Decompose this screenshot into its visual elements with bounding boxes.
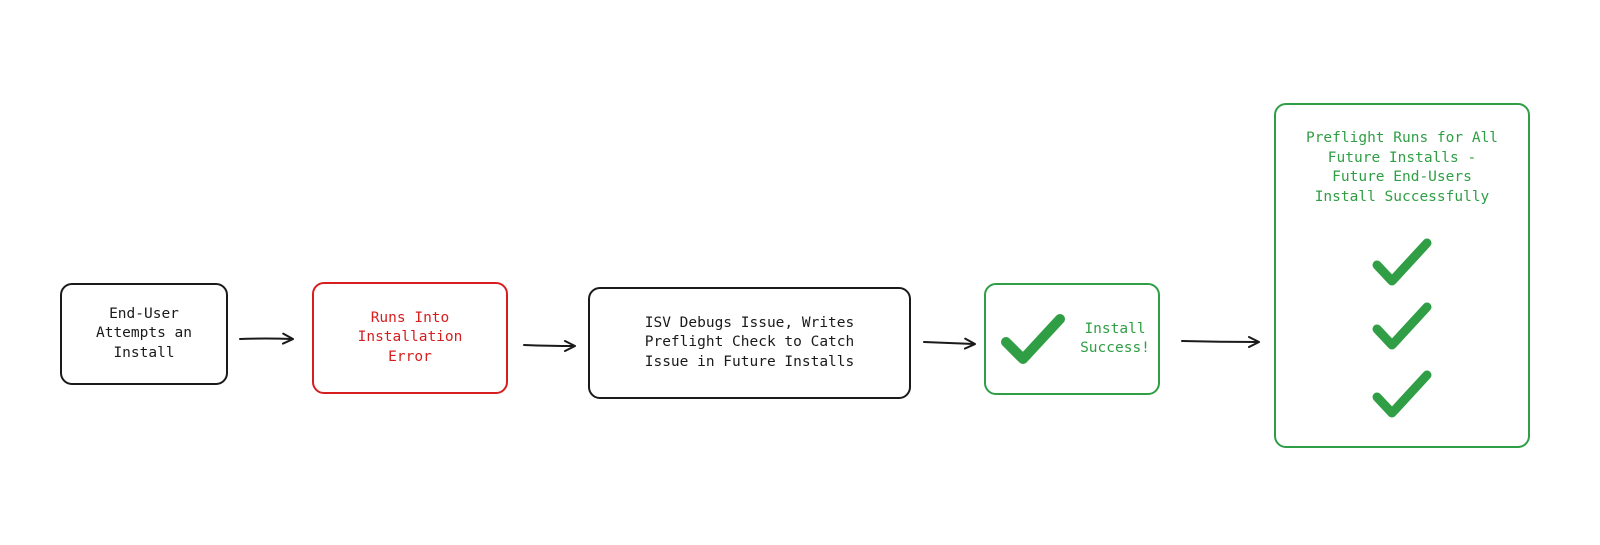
node-preflight-runs: Preflight Runs for All Future Installs -…: [1274, 103, 1530, 448]
arrow-isv-to-success: [923, 337, 976, 350]
node-label: End-User Attempts an Install: [95, 305, 193, 361]
checkmark-icon: [1372, 302, 1432, 350]
arrow-error-to-isv: [523, 339, 576, 352]
node-installation-error: Runs Into Installation Error: [312, 282, 508, 394]
arrow-end-user-to-error: [239, 332, 294, 345]
node-label: Preflight Runs for All Future Installs -…: [1305, 130, 1499, 205]
checkmark-icon: [1372, 238, 1432, 286]
arrow-success-to-preflight: [1181, 335, 1260, 348]
checkmark-icon: [1372, 370, 1432, 418]
node-install-success: Install Success!: [984, 283, 1160, 395]
node-label: Install Success!: [1080, 320, 1150, 357]
checkmark-stack: [1371, 235, 1433, 421]
node-label: Runs Into Installation Error: [357, 309, 463, 365]
node-end-user-attempts-install: End-User Attempts an Install: [60, 283, 228, 385]
node-isv-debugs-issue: ISV Debugs Issue, Writes Preflight Check…: [588, 287, 911, 399]
checkmark-icon: [1001, 314, 1065, 364]
node-label: ISV Debugs Issue, Writes Preflight Check…: [644, 314, 855, 370]
